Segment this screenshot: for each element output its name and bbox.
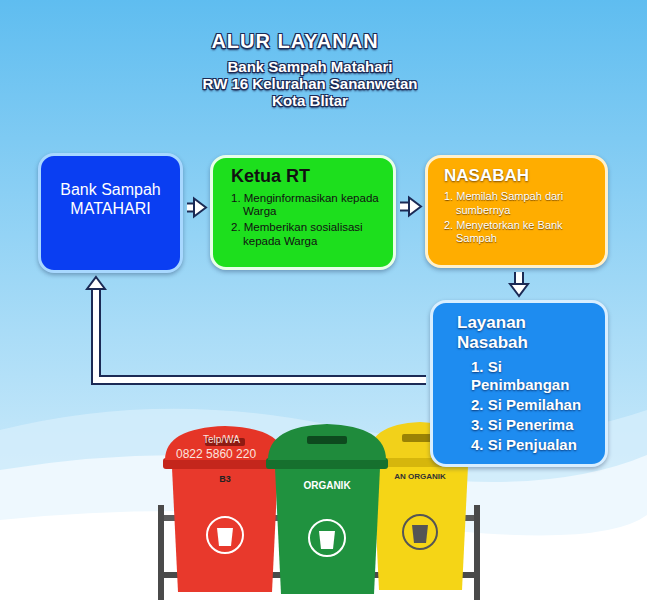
arrow-outline [514,272,524,284]
process-box: Layanan Nasabah 1. Si Penimbangan 2. Si Pe… [430,300,608,467]
box-item: 2. Memberikan sosialisasi kepada Warga [231,221,383,249]
arrow-shaft [400,204,409,210]
bin-label: AN ORGANIK [394,472,446,481]
wave [0,409,647,600]
arrow-head [194,199,206,217]
arrow-outline [96,289,426,380]
trash-icon [412,525,428,543]
bin-slot [307,436,347,444]
trash-icon [207,517,243,553]
stand-leg [474,505,480,600]
bin-label: ORGANIK [303,480,350,491]
flow-arrow [187,199,206,217]
green-bin [266,424,388,594]
process-box: NASABAH 1. Memilah Sampah dari sumbernya 2… [425,155,608,268]
box-heading: Layanan Nasabah [457,313,597,354]
title: ALUR LAYANAN [211,30,378,53]
process-box: Bank Sampah MATAHARI [38,153,183,273]
subtitle: Bank Sampah Matahari [227,58,392,75]
box-item: 1. Menginformasikan kepada Warga [231,192,383,220]
arrow-outline [187,203,194,213]
bin-body [275,468,380,594]
bin-label: B3 [219,474,231,484]
trash-icon [217,528,233,546]
box-heading: NASABAH [444,166,595,186]
red-bin [163,426,287,592]
box-item: 1. Memilah Sampah dari sumbernya [444,190,595,216]
bin-lid [165,426,285,460]
trash-icon [309,520,345,556]
box-item: 3. Si Penerima [457,416,597,434]
arrow-head [409,198,421,216]
stand-leg [158,505,164,600]
bin-lid [268,424,386,460]
box-item: 4. Si Penjualan [457,436,597,454]
bin-body [373,466,468,590]
arrow-head [87,277,105,289]
flow-arrow [87,277,426,380]
process-box: Ketua RT 1. Menginformasikan kepada Warga… [210,155,396,270]
trash-icon [403,515,437,549]
flow-arrow [400,198,421,216]
box-heading: Bank Sampah MATAHARI [49,180,172,218]
box-heading: Ketua RT [231,166,383,188]
arrow-shaft [516,272,522,284]
box-item: 2. Menyetorkan ke Bank Sampah [444,219,595,245]
trash-icon [319,531,335,549]
arrow-outline [400,202,409,212]
bin-body [172,468,278,592]
arrow-shaft [187,205,194,211]
watermark: 0822 5860 220 [176,447,256,461]
watermark: Telp/WA [203,434,240,445]
box-item: 1. Si Penimbangan [457,358,597,394]
arrow-shaft [96,289,426,380]
flow-arrow [510,272,528,296]
wave [0,455,647,600]
arrow-head [510,284,528,296]
subtitle: Kota Blitar [272,92,348,109]
box-item: 2. Si Pemilahan [457,396,597,414]
subtitle: RW 16 Kelurahan Sananwetan [203,75,418,92]
